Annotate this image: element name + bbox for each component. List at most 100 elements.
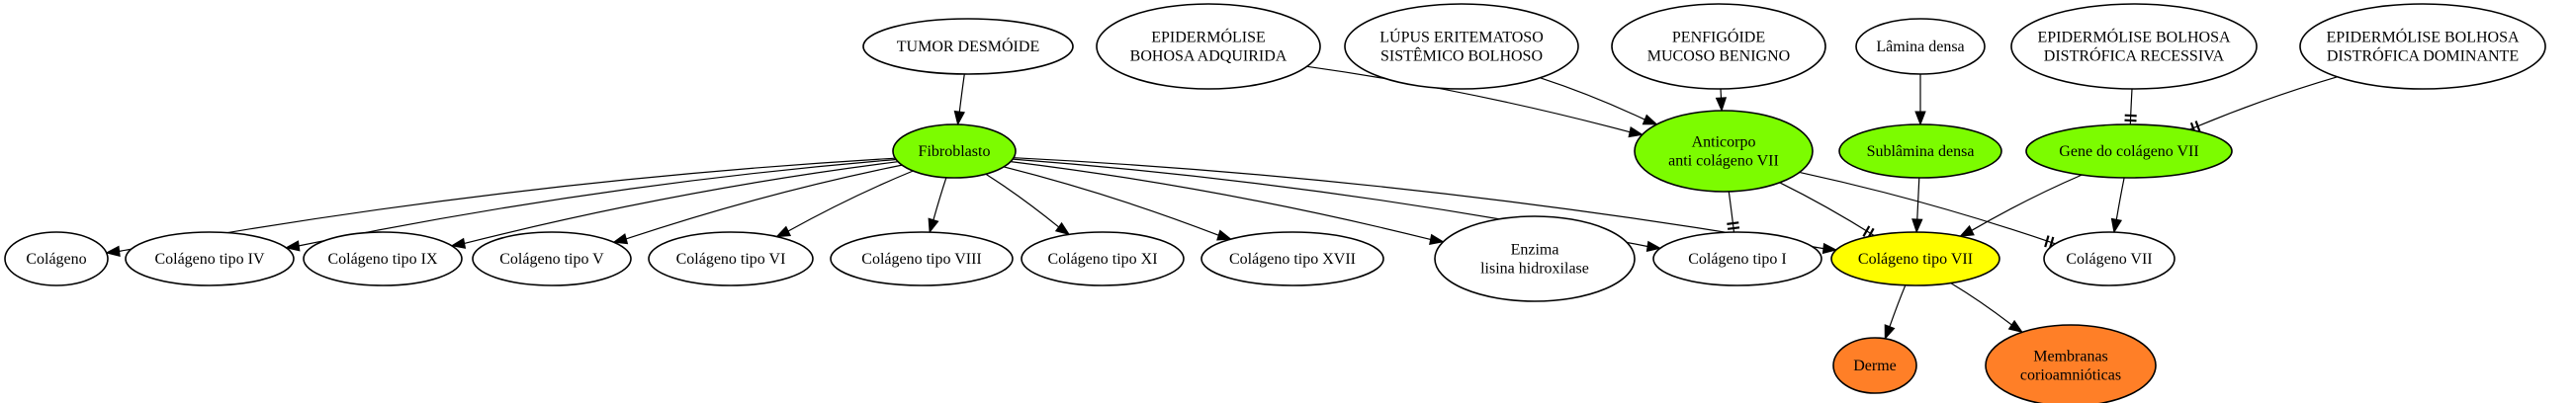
node-lamina: Lâmina densa xyxy=(1855,18,1986,75)
node-label: Membranas xyxy=(2033,349,2108,365)
node-tumor: TUMOR DESMÓIDE xyxy=(862,18,1074,75)
node-label: Colágeno tipo I xyxy=(1688,251,1787,268)
node-penf: PENFIGÓIDE MUCOSO BENIGNO xyxy=(1611,3,1826,90)
edge-eba-to-anti xyxy=(1306,65,1644,138)
edge-fibro-to-c8 xyxy=(928,177,947,234)
edge-gene-to-c7 xyxy=(2110,177,2125,234)
edge-line xyxy=(1916,177,1920,220)
node-shape xyxy=(830,231,1014,286)
node-label: lisina hidroxilase xyxy=(1480,261,1589,278)
node-c7t: Colágeno tipo VII xyxy=(1830,231,2000,286)
edge-sub-to-c7t xyxy=(1911,177,1923,234)
node-shape xyxy=(1021,231,1185,286)
arrowhead-icon xyxy=(1429,233,1445,246)
nodes-layer: TUMOR DESMÓIDE EPIDERMÓLISE BOHOSA ADQUIRI… xyxy=(4,3,2546,403)
edge-lupus-to-anti xyxy=(1540,77,1658,125)
node-label: EPIDERMÓLISE BOLHOSA xyxy=(2037,28,2231,46)
edge-line xyxy=(1779,182,1875,237)
node-label: EPIDERMÓLISE xyxy=(1151,28,1266,46)
tee-bar-icon xyxy=(1862,225,1871,237)
edge-line xyxy=(2188,76,2338,130)
tee-bar-icon xyxy=(1727,226,1740,230)
edge-anti-to-c1 xyxy=(1727,191,1740,233)
edge-fibro-to-c4 xyxy=(284,158,897,252)
arrowhead-icon xyxy=(928,217,939,234)
arrowhead-icon xyxy=(2007,319,2024,334)
edge-tumor-to-fibro xyxy=(953,73,965,126)
edge-penf-to-anti xyxy=(1715,88,1728,113)
node-label: Colágeno tipo IV xyxy=(154,251,265,268)
arrowhead-icon xyxy=(1216,229,1233,241)
node-c11: Colágeno tipo XI xyxy=(1021,231,1185,286)
node-shape xyxy=(1652,231,1822,286)
edge-fibro-to-enz xyxy=(1010,161,1445,246)
node-shape xyxy=(892,123,1017,179)
edge-gene-to-c7t xyxy=(1959,174,2083,237)
node-label: corioamnióticas xyxy=(2020,367,2121,384)
node-shape xyxy=(303,231,463,286)
node-label: Colágeno tipo IX xyxy=(327,251,438,268)
node-shape xyxy=(4,231,109,286)
edge-line xyxy=(1720,88,1723,99)
node-label: PENFIGÓIDE xyxy=(1672,28,1765,46)
node-c17: Colágeno tipo XVII xyxy=(1200,231,1384,286)
node-label: MUCOSO BENIGNO xyxy=(1647,48,1790,65)
edge-ebdr-to-gene xyxy=(2124,88,2137,125)
edge-fibro-to-c9 xyxy=(450,161,899,249)
node-label: Enzima xyxy=(1511,242,1559,259)
edge-line xyxy=(787,170,914,232)
node-label: Colágeno tipo VI xyxy=(676,251,786,268)
node-shape xyxy=(1985,324,2157,403)
edge-lamina-to-sub xyxy=(1914,73,1926,126)
node-derme: Derme xyxy=(1832,337,1917,394)
node-shape xyxy=(1344,3,1579,90)
arrowhead-icon xyxy=(1645,240,1662,253)
arrowhead-icon xyxy=(450,237,467,249)
arrowhead-icon xyxy=(1914,111,1926,126)
node-label: BOHOSA ADQUIRIDA xyxy=(1130,48,1288,65)
node-shape xyxy=(1634,110,1814,193)
node-shape xyxy=(2025,123,2233,179)
node-gene: Gene do colágeno VII xyxy=(2025,123,2233,179)
node-shape xyxy=(1096,3,1321,90)
node-label: SISTÊMICO BOLHOSO xyxy=(1380,46,1543,65)
arrowhead-icon xyxy=(1715,97,1728,113)
edge-line xyxy=(1889,284,1907,327)
arrowhead-icon xyxy=(775,225,792,238)
tee-bar-icon xyxy=(2194,121,2201,133)
arrowhead-icon xyxy=(612,233,629,245)
node-fibro: Fibroblasto xyxy=(892,123,1017,179)
node-label: Colágeno tipo V xyxy=(499,251,604,268)
edge-line xyxy=(1799,171,2056,245)
node-label: DISTRÓFICA RECESSIVA xyxy=(2044,46,2225,65)
node-shape xyxy=(1855,18,1986,75)
node-label: Colágeno tipo XI xyxy=(1047,251,1157,268)
node-label: Colágeno xyxy=(26,251,86,268)
tee-bar-icon xyxy=(2124,114,2137,118)
node-c6: Colágeno tipo VI xyxy=(648,231,814,286)
tee-bar-icon xyxy=(1727,221,1739,225)
node-shape xyxy=(1830,231,2000,286)
edge-line xyxy=(1306,65,1631,133)
arrowhead-icon xyxy=(105,245,121,257)
edge-fibro-to-c6 xyxy=(775,170,914,238)
edge-fibro-to-col xyxy=(105,157,896,257)
edge-line xyxy=(1728,191,1735,233)
node-sub: Sublâmina densa xyxy=(1838,123,2002,179)
node-c7: Colágeno VII xyxy=(2043,231,2176,286)
arrowhead-icon xyxy=(1884,324,1896,341)
arrowhead-icon xyxy=(284,240,301,252)
node-c5: Colágeno tipo V xyxy=(472,231,632,286)
arrowhead-icon xyxy=(1642,114,1658,125)
node-label: Anticorpo xyxy=(1692,134,1756,151)
node-label: Colágeno VII xyxy=(2066,251,2152,268)
node-c4: Colágeno tipo IV xyxy=(125,231,295,286)
edge-line xyxy=(299,158,897,247)
edge-anti-to-c7t xyxy=(1779,182,1875,240)
edge-line xyxy=(933,177,947,220)
